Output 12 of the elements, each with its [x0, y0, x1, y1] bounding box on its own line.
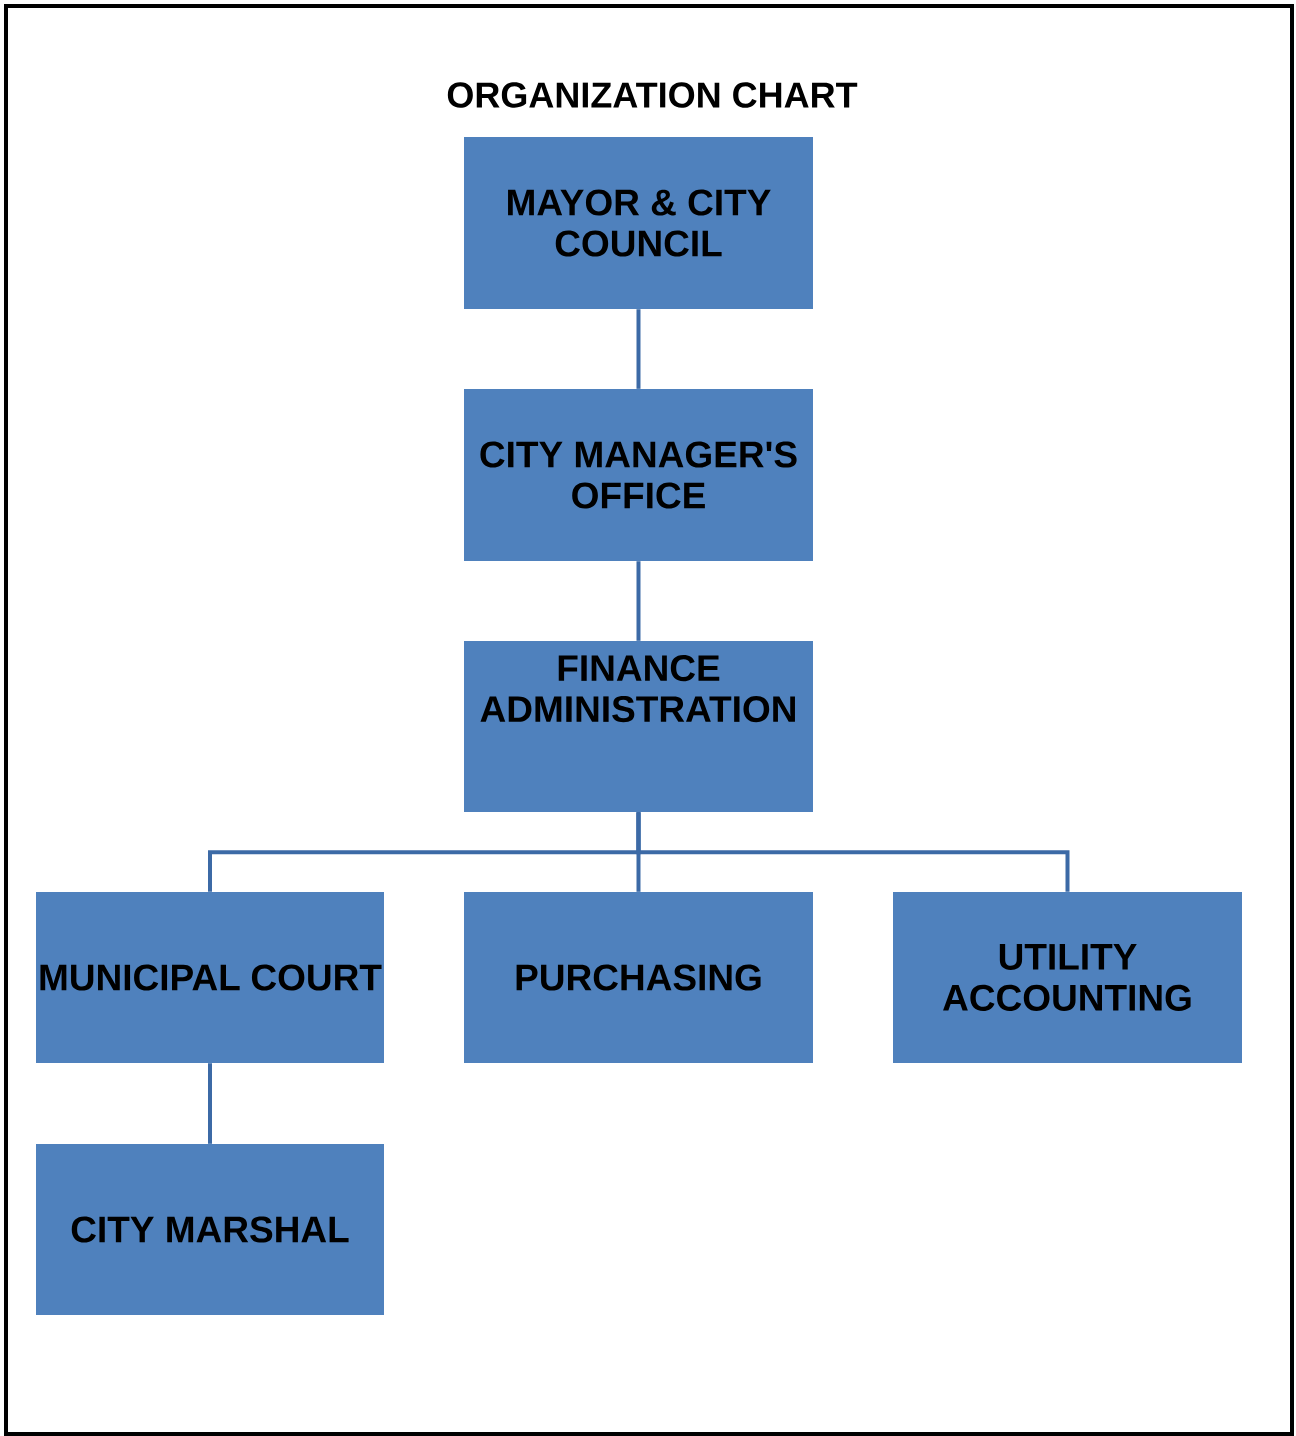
chart-title: ORGANIZATION CHART [447, 82, 858, 108]
org-box: PURCHASING [464, 892, 813, 1063]
org-box: FINANCE ADMINISTRATION [464, 641, 813, 812]
org-box: MAYOR & CITY COUNCIL [464, 137, 813, 309]
org-box: CITY MARSHAL [36, 1144, 384, 1315]
org-box: UTILITY ACCOUNTING [893, 892, 1242, 1063]
org-box: MUNICIPAL COURT [36, 892, 384, 1063]
connector-line [636, 812, 1070, 892]
connector-line [208, 1063, 212, 1144]
org-box: CITY MANAGER'S OFFICE [464, 389, 813, 561]
connector-line [636, 309, 641, 389]
connector-line [636, 561, 641, 641]
